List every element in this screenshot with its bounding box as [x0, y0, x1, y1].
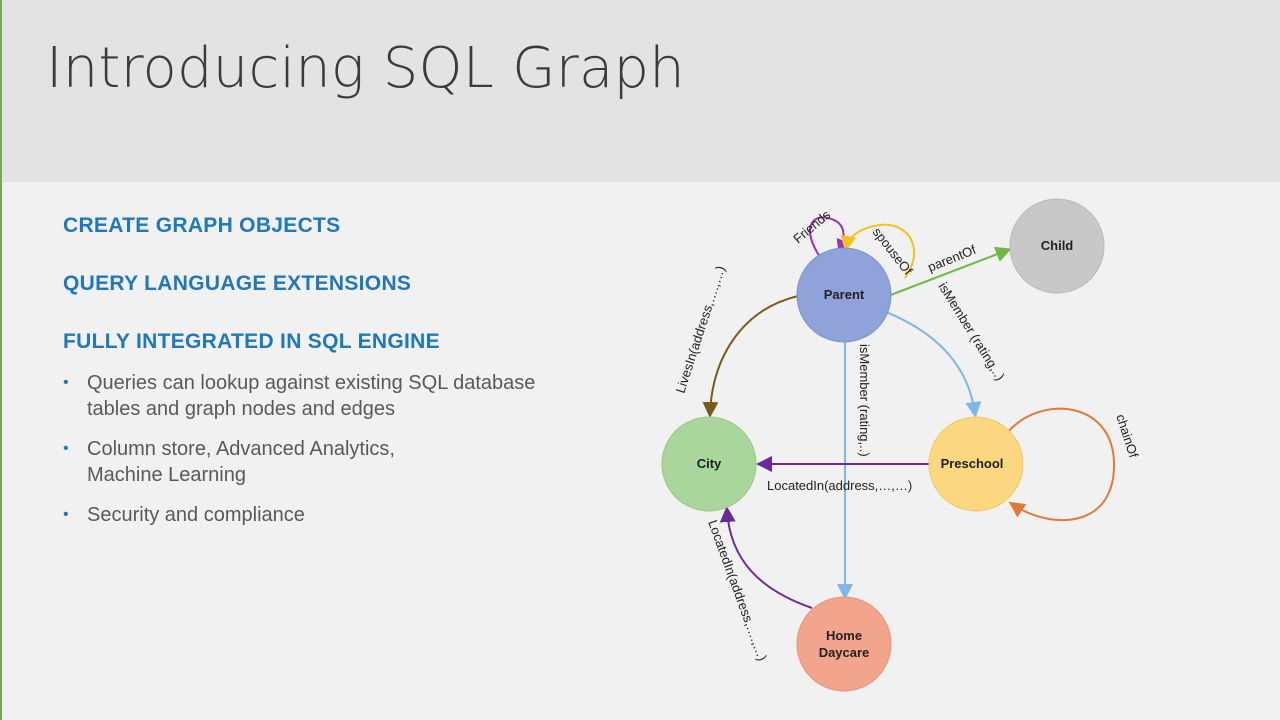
node-parent-label: Parent [824, 287, 865, 302]
bullet-text: Queries can lookup against existing SQL … [87, 372, 536, 420]
edge-spouse-of [840, 223, 916, 279]
node-preschool-label: Preschool [941, 456, 1004, 471]
node-home-daycare-label-line2: Daycare [819, 645, 870, 660]
edge-chain-of [1007, 407, 1116, 521]
heading-create-graph-objects: CREATE GRAPH OBJECTS [63, 214, 341, 237]
slide-header: Introducing SQL Graph [0, 0, 1280, 182]
edge-label-located-in-preschool: LocatedIn(address,…,…) [767, 478, 912, 493]
bullet-text: Column store, Advanced Analytics, Machin… [87, 438, 395, 486]
bullet-dot-icon: • [63, 440, 69, 457]
bullet-item: • Queries can lookup against existing SQ… [63, 370, 563, 422]
edge-is-member-preschool [885, 311, 982, 418]
edge-label-is-member-daycare: isMember (rating,..) [857, 344, 872, 457]
bullet-dot-icon: • [63, 374, 69, 391]
bullet-item: • Column store, Advanced Analytics, Mach… [63, 436, 563, 488]
node-parent: Parent [796, 247, 892, 343]
edge-label-parent-of: parentOf [926, 242, 979, 275]
bullet-list: • Queries can lookup against existing SQ… [63, 370, 563, 542]
edge-label-lives-in: LivesIn(address,….,…) [673, 264, 728, 395]
bullet-text: Security and compliance [87, 504, 305, 526]
node-child-label: Child [1041, 238, 1074, 253]
heading-fully-integrated: FULLY INTEGRATED IN SQL ENGINE [63, 330, 440, 353]
node-city: City [661, 416, 757, 512]
bullet-item: • Security and compliance [63, 502, 563, 528]
node-home-daycare: Home Daycare [796, 596, 892, 692]
node-preschool: Preschool [928, 416, 1024, 512]
edge-label-is-member-preschool: isMember (rating,..) [935, 280, 1007, 384]
edge-label-chain-of: chainOf [1113, 412, 1141, 460]
bullet-dot-icon: • [63, 506, 69, 523]
node-child: Child [1009, 198, 1105, 294]
edge-parent-of [887, 246, 1012, 297]
slide-title: Introducing SQL Graph [46, 36, 685, 101]
heading-query-language-extensions: QUERY LANGUAGE EXTENSIONS [63, 272, 412, 295]
node-city-label: City [697, 456, 722, 471]
edge-label-located-in-daycare: LocatedIn(address,….,…) [705, 518, 770, 663]
edge-lives-in [702, 295, 799, 418]
node-home-daycare-label-line1: Home [826, 628, 862, 643]
edge-located-in-daycare [719, 506, 813, 609]
